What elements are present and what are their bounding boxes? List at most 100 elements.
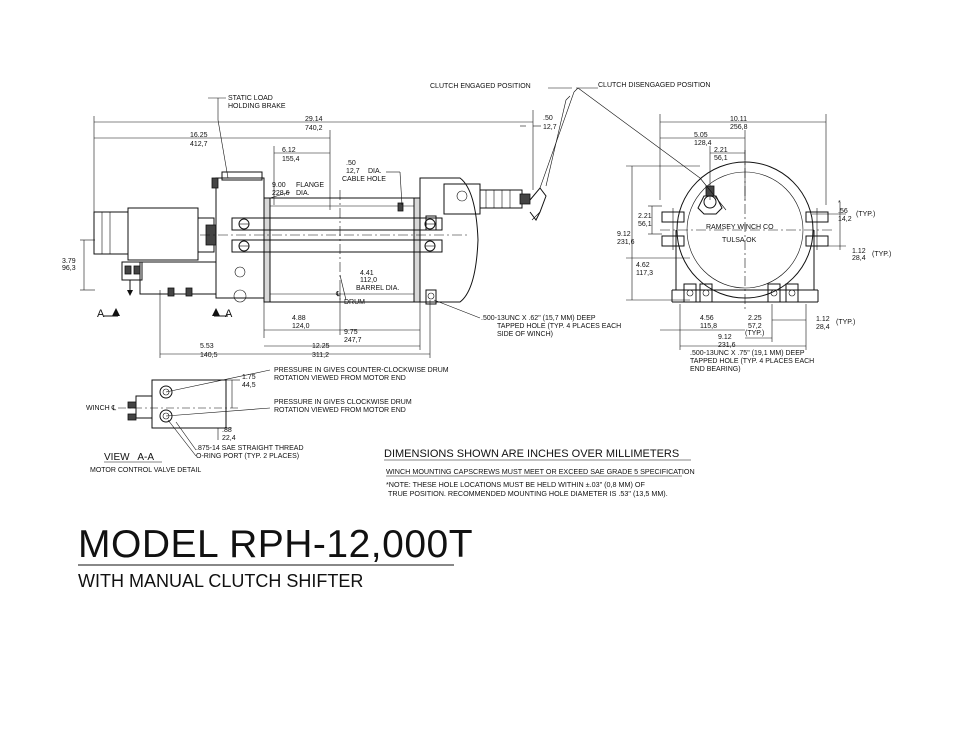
notes-block: DIMENSIONS SHOWN ARE INCHES OVER MILLIME… [384, 448, 695, 498]
port-note-1: .875-14 SAE STRAIGHT THREAD [196, 445, 304, 452]
dim-88-mm: 22,4 [222, 435, 236, 442]
port-note-2: O-RING PORT (TYP. 2 PLACES) [196, 453, 299, 460]
dim-barrel-mm: 112,0 [360, 277, 377, 284]
view-label: VIEW A-A [104, 452, 154, 463]
dim-88-in: .88 [222, 427, 232, 434]
dim-221b-mm: 56,1 [638, 221, 652, 228]
typ-label-1: (TYP.) [856, 211, 875, 218]
hole-note-line-2: TRUE POSITION. RECOMMENDED MOUNTING HOLE… [388, 489, 668, 498]
clutch-disengaged-label: CLUTCH DISENGAGED POSITION [598, 82, 710, 89]
dim-175-in: 1.75 [242, 374, 256, 381]
dim-50-mm: 12,7 [543, 124, 557, 131]
control-valve [121, 261, 217, 297]
end-tapped-hole-2: TAPPED HOLE (TYP. 4 PLACES EACH [690, 358, 814, 365]
drum [200, 190, 470, 303]
dim-112a-in: 1.12 [852, 248, 866, 255]
ccw-note-1: PRESSURE IN GIVES COUNTER-CLOCKWISE DRUM [274, 367, 449, 374]
dim-553-mm: 140,5 [200, 352, 218, 359]
brake-housing [211, 171, 265, 303]
typ-label-3: (TYP.) [745, 330, 764, 337]
dim-488-mm: 124,0 [292, 323, 310, 330]
dim-975-mm: 247,7 [344, 337, 362, 344]
dim-912a-in: 9.12 [617, 231, 631, 238]
dim-29-mm: 740,2 [305, 125, 323, 132]
section-marks [104, 308, 228, 317]
dim-462-mm: 117,3 [636, 270, 653, 277]
dim-505-in: 5.05 [694, 132, 708, 139]
flange-dia-label: DIA. [296, 190, 310, 197]
barrel-dia-label: BARREL DIA. [356, 285, 399, 292]
cw-note-1: PRESSURE IN GIVES CLOCKWISE DRUM [274, 399, 412, 406]
dim-912b-mm: 231,6 [718, 342, 736, 349]
typ-label-4: (TYP.) [836, 319, 855, 326]
valve-detail-geometry [118, 369, 271, 457]
capscrew-note: WINCH MOUNTING CAPSCREWS MUST MEET OR EX… [386, 467, 695, 476]
dim-56-in: .56 [838, 208, 848, 215]
side-view: CLUTCH ENGAGED POSITION CLUTCH DISENGAGE… [62, 82, 710, 359]
end-view-geometry [626, 114, 846, 350]
dim-975-in: 9.75 [344, 329, 358, 336]
flange-label: FLANGE [296, 182, 324, 189]
model-title: MODEL RPH-12,000T [78, 523, 473, 566]
dim-488-in: 4.88 [292, 315, 306, 322]
dim-barrel-in: 4.41 [360, 270, 374, 277]
clutch-engaged-label: CLUTCH ENGAGED POSITION [430, 83, 531, 90]
dim-456-in: 4.56 [700, 315, 714, 322]
drum-label: DRUM [344, 299, 365, 306]
dim-1011-mm: 256,8 [730, 124, 748, 131]
dim-462-in: 4.62 [636, 262, 650, 269]
dim-16-mm: 412,7 [190, 141, 208, 148]
ccw-note-2: ROTATION VIEWED FROM MOTOR END [274, 375, 406, 382]
side-tapped-hole-2: TAPPED HOLE (TYP. 4 PLACES EACH [497, 323, 621, 330]
ramsey-name: RAMSEY WINCH CO [706, 224, 774, 231]
dim-6-in: 6.12 [282, 147, 296, 154]
dim-221a-in: 2.21 [714, 147, 728, 154]
dim-112b-mm: 28,4 [816, 324, 830, 331]
holding-brake-label: HOLDING BRAKE [228, 103, 286, 110]
dim-6-mm: 155,4 [282, 156, 300, 163]
dim-56-mm: 14,2 [838, 216, 852, 223]
dim-221b-in: 2.21 [638, 213, 652, 220]
end-tapped-hole-1: .500-13UNC X .75" (19,1 MM) DEEP [690, 350, 805, 357]
dim-cable-mm: 12,7 [346, 168, 360, 175]
drum-centerline-symbol: ℄ [335, 291, 341, 298]
hole-note-line-1: *NOTE: THESE HOLE LOCATIONS MUST BE HELD… [386, 480, 646, 489]
star-marker-top: * [838, 200, 841, 207]
dim-456-mm: 115,8 [700, 323, 717, 330]
dim-379-in: 3.79 [62, 258, 76, 265]
dim-379-mm: 96,3 [62, 265, 76, 272]
cw-note-2: ROTATION VIEWED FROM MOTOR END [274, 407, 406, 414]
dim-112b-in: 1.12 [816, 316, 830, 323]
dim-912b-in: 9.12 [718, 334, 732, 341]
dim-flange-mm: 228,6 [272, 190, 290, 197]
dim-1011-in: 10.11 [730, 116, 747, 123]
side-view-leaders [208, 87, 572, 319]
dim-912a-mm: 231,6 [617, 239, 635, 246]
typ-label-2: (TYP.) [872, 251, 891, 258]
side-tapped-hole-1: .500-13UNC X .62" (15,7 MM) DEEP [481, 315, 596, 322]
dim-112a-mm: 28,4 [852, 255, 866, 262]
end-tapped-hole-3: END BEARING) [690, 366, 741, 373]
dim-553-in: 5.53 [200, 343, 214, 350]
title-block: MODEL RPH-12,000T WITH MANUAL CLUTCH SHI… [78, 523, 473, 591]
cable-dia-label: DIA. [368, 168, 382, 175]
dim-175-mm: 44,5 [242, 382, 256, 389]
dim-1225-in: 12.25 [312, 343, 330, 350]
clutch-shifter [443, 87, 701, 221]
dim-50-in: .50 [543, 115, 553, 122]
gear-housing [419, 177, 479, 305]
side-tapped-hole-3: SIDE OF WINCH) [497, 331, 553, 338]
winch-centerline-label: WINCH ℄ [86, 405, 117, 412]
ramsey-location: TULSA OK [722, 237, 757, 244]
dim-1225-mm: 311,2 [312, 352, 329, 359]
end-view: 10.11 256,8 5.05 128,4 2.21 56,1 2.21 56… [617, 114, 891, 373]
section-a-left: A [97, 308, 105, 320]
dim-16-in: 16.25 [190, 132, 208, 139]
dim-221a-mm: 56,1 [714, 155, 728, 162]
static-load-label: STATIC LOAD [228, 95, 273, 102]
dim-505-mm: 128,4 [694, 140, 712, 147]
dim-225-in: 2.25 [748, 315, 762, 322]
dim-29-in: 29.14 [305, 116, 323, 123]
dim-cable-in: .50 [346, 160, 356, 167]
